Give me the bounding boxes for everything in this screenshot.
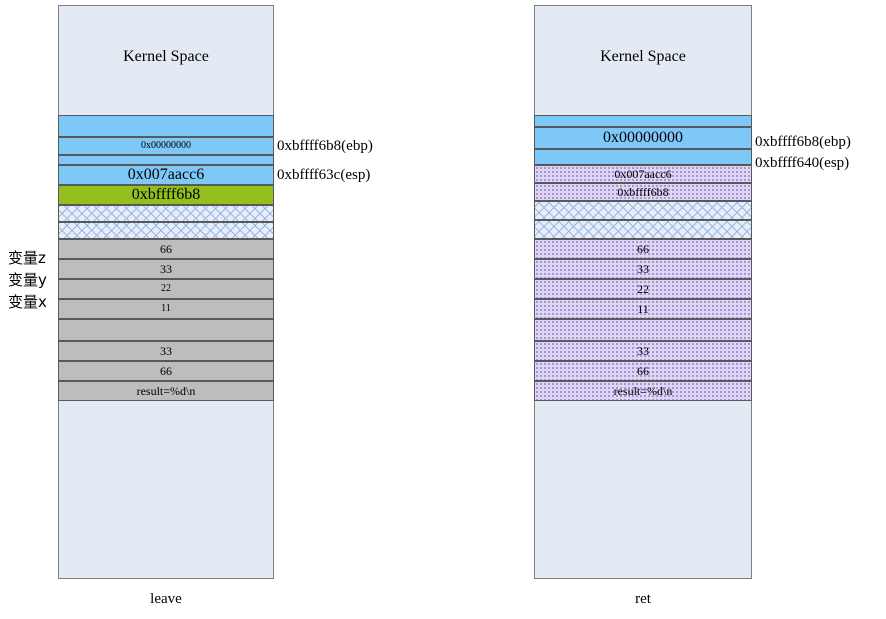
left-cell-9: 22 bbox=[58, 279, 274, 299]
left-diagram-caption: leave bbox=[150, 591, 182, 607]
right-cell-8-text: 33 bbox=[637, 262, 649, 276]
right-cell-12: 33 bbox=[534, 341, 752, 361]
right-pointer-label-esp: 0xbffff640(esp) bbox=[755, 155, 850, 171]
left-cell-13: 66 bbox=[58, 361, 274, 381]
right-cell-7-text: 66 bbox=[637, 242, 649, 256]
left-cell-10: 11 bbox=[58, 299, 274, 319]
left-cell-1-text: 0x00000000 bbox=[141, 140, 191, 151]
right-cell-14-text: result=%d\n bbox=[613, 384, 673, 398]
left-cell-2 bbox=[58, 155, 274, 165]
right-cell-9-text: 22 bbox=[637, 282, 649, 296]
right-cell-0 bbox=[534, 115, 752, 127]
left-cell-8-text: 33 bbox=[160, 262, 172, 276]
left-cell-3-text: 0x007aacc6 bbox=[127, 166, 205, 183]
left-cell-7-text: 66 bbox=[160, 242, 172, 256]
right-cell-3-text: 0x007aacc6 bbox=[614, 167, 672, 181]
left-cell-10-text: 11 bbox=[161, 303, 171, 314]
left-pointer-label-esp: 0xbffff63c(esp) bbox=[277, 167, 371, 183]
right-cell-9: 22 bbox=[534, 279, 752, 299]
right-cell-11 bbox=[534, 319, 752, 341]
right-cell-6 bbox=[534, 220, 752, 239]
left-cell-8: 33 bbox=[58, 259, 274, 279]
left-cell-4-text: 0xbffff6b8 bbox=[131, 186, 201, 203]
left-cell-14: result=%d\n bbox=[58, 381, 274, 401]
left-cell-0 bbox=[58, 115, 274, 137]
left-variable-label-z: 变量z bbox=[8, 249, 46, 267]
left-cell-9-text: 22 bbox=[161, 283, 171, 294]
right-cell-13-text: 66 bbox=[637, 364, 649, 378]
left-cell-12: 33 bbox=[58, 341, 274, 361]
right-cell-2 bbox=[534, 149, 752, 165]
right-cell-1: 0x00000000 bbox=[534, 127, 752, 149]
right-cell-5 bbox=[534, 201, 752, 220]
right-kernel-space-label: Kernel Space bbox=[600, 48, 686, 65]
left-cell-6 bbox=[58, 222, 274, 239]
left-cell-5 bbox=[58, 205, 274, 222]
left-cell-3: 0x007aacc6 bbox=[58, 165, 274, 185]
right-cell-12-text: 33 bbox=[637, 344, 649, 358]
left-pointer-label-ebp: 0xbffff6b8(ebp) bbox=[277, 138, 373, 154]
right-cell-1-text: 0x00000000 bbox=[603, 129, 683, 146]
right-cell-4: 0xbffff6b8 bbox=[534, 183, 752, 201]
right-diagram-caption: ret bbox=[635, 591, 651, 607]
right-cell-7: 66 bbox=[534, 239, 752, 259]
right-cell-13: 66 bbox=[534, 361, 752, 381]
left-cell-14-text: result=%d\n bbox=[136, 384, 196, 398]
right-cell-14: result=%d\n bbox=[534, 381, 752, 401]
right-cell-4-text: 0xbffff6b8 bbox=[617, 185, 669, 199]
left-cell-4: 0xbffff6b8 bbox=[58, 185, 274, 205]
left-variable-label-y: 变量y bbox=[8, 271, 47, 289]
left-variable-label-x: 变量x bbox=[8, 293, 47, 311]
right-pointer-label-ebp: 0xbffff6b8(ebp) bbox=[755, 134, 851, 150]
right-cell-3: 0x007aacc6 bbox=[534, 165, 752, 183]
right-cell-8: 33 bbox=[534, 259, 752, 279]
left-cell-13-text: 66 bbox=[160, 364, 172, 378]
left-cell-11 bbox=[58, 319, 274, 341]
left-cell-1: 0x00000000 bbox=[58, 137, 274, 155]
left-cell-12-text: 33 bbox=[160, 344, 172, 358]
right-cell-10: 11 bbox=[534, 299, 752, 319]
left-cell-7: 66 bbox=[58, 239, 274, 259]
right-cell-10-text: 11 bbox=[637, 302, 649, 316]
left-kernel-space-label: Kernel Space bbox=[123, 48, 209, 65]
